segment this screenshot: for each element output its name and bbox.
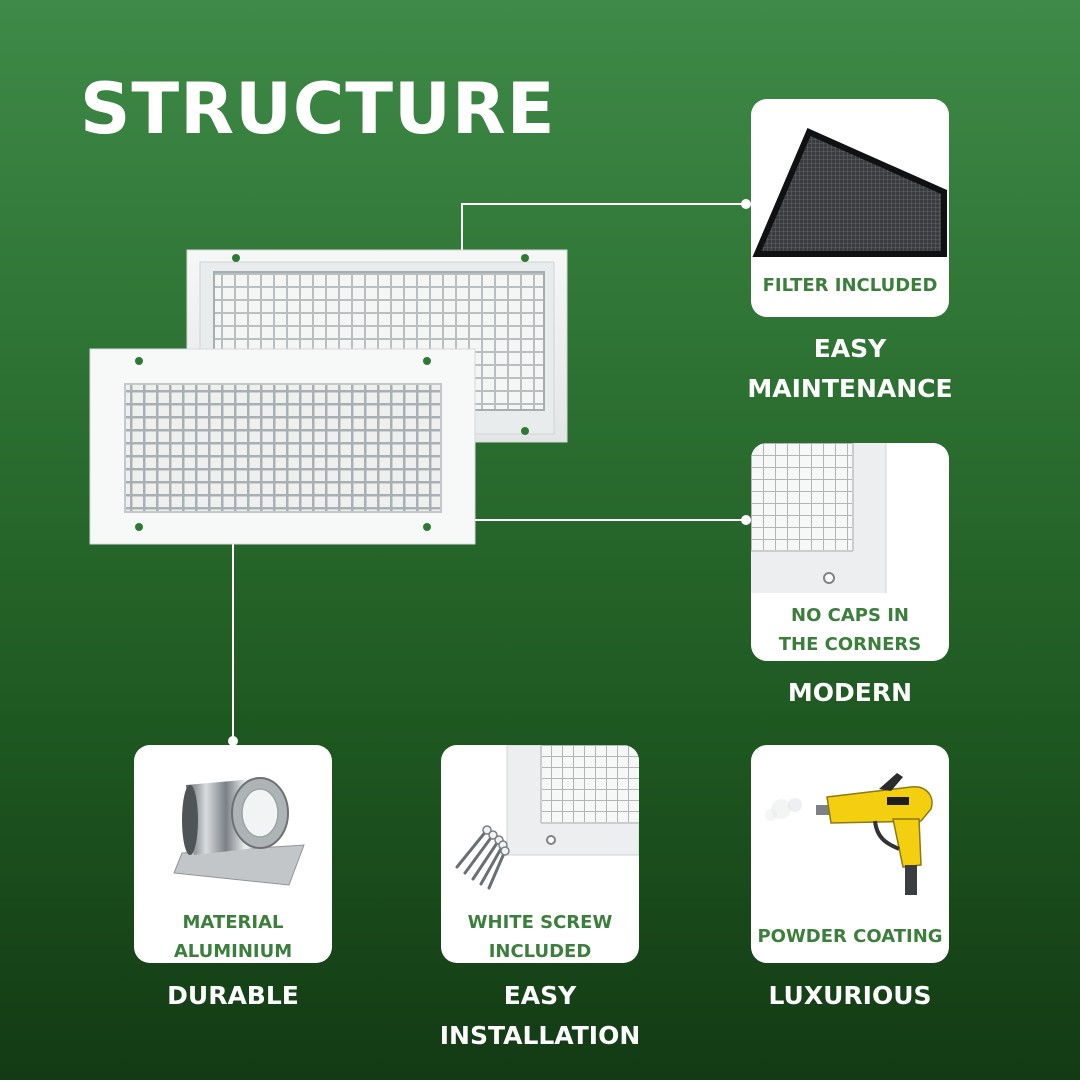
screws-caption: EASY INSTALLATION — [439, 981, 641, 1050]
corners-caption: MODERN — [787, 678, 913, 707]
feature-card-corners: NO CAPS IN THE CORNERS — [751, 443, 949, 661]
filter-caption: EASY MAINTENANCE — [747, 334, 953, 403]
screws-label: WHITE SCREW INCLUDED — [467, 912, 613, 962]
feature-card-coating: POWDER COATING — [751, 745, 949, 963]
filter-label: FILTER INCLUDED — [762, 275, 938, 296]
material-dot-end — [228, 736, 238, 746]
filter-mesh-icon — [752, 128, 947, 257]
material-caption: DURABLE — [167, 981, 299, 1010]
corners-label: NO CAPS IN THE CORNERS — [778, 605, 922, 655]
feature-card-filter: FILTER INCLUDED — [751, 99, 949, 317]
page-title: STRUCTURE — [80, 68, 556, 150]
filter-dot-end — [741, 199, 751, 209]
material-label: MATERIAL ALUMINIUM — [173, 912, 293, 962]
coating-caption: LUXURIOUS — [768, 981, 932, 1010]
coating-label: POWDER COATING — [757, 926, 943, 947]
corner-dot-end — [741, 515, 751, 525]
aluminium-roll-icon — [173, 777, 305, 886]
grille-corner-icon — [751, 443, 887, 593]
feature-card-material: MATERIAL ALUMINIUM — [134, 745, 332, 963]
screw-icon — [455, 745, 639, 890]
front-grille — [89, 348, 476, 545]
spray-gun-icon — [765, 773, 933, 895]
feature-card-screws: WHITE SCREW INCLUDED — [441, 745, 639, 963]
